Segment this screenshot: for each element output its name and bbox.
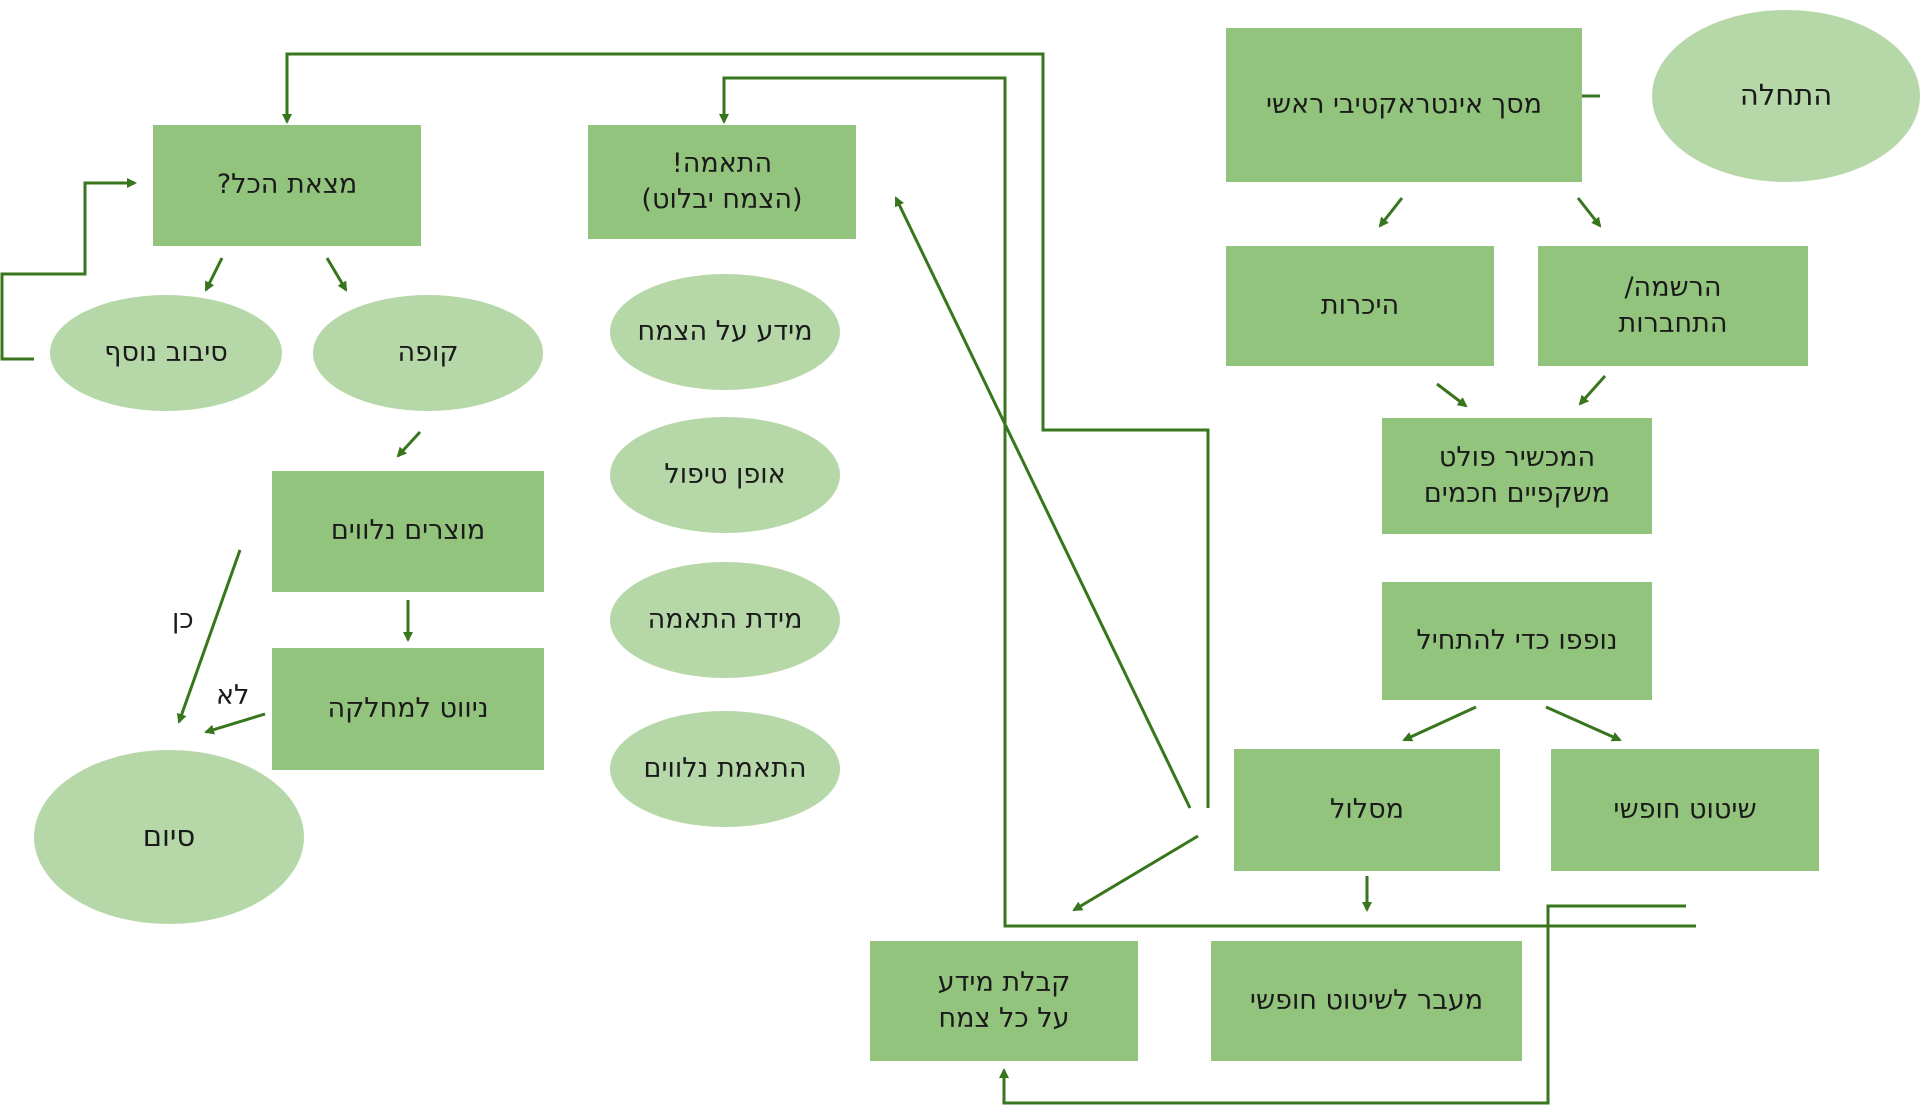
- intro-to-device-arrow: [1436, 382, 1468, 408]
- plant-info-ellipse: מידע על הצמח: [610, 274, 840, 390]
- route-node: מסלול: [1234, 749, 1500, 871]
- match-node: התאמה! (הצמח יבלוט): [588, 125, 856, 239]
- round-back-arrow: [0, 178, 137, 361]
- checkout-to-accessories-arrow: [396, 430, 422, 458]
- wave-to-start-node: נופפו כדי להתחיל: [1382, 582, 1652, 700]
- start-node: התחלה: [1652, 10, 1920, 182]
- yes-label: כן: [172, 604, 194, 635]
- main-to-register-arrow: [1576, 197, 1602, 228]
- float-to-free-arrow: [1545, 705, 1622, 742]
- navigate-department-node: ניווט למחלקה: [272, 648, 544, 770]
- found-to-round-arrow: [204, 257, 224, 292]
- navigate-no-arrow: [204, 712, 266, 735]
- no-label: לא: [216, 680, 250, 711]
- checkout-ellipse: קופה: [313, 295, 543, 411]
- accessories-node: מוצרים נלווים: [272, 471, 544, 592]
- found-all-node: מצאת הכל?: [153, 125, 421, 246]
- match-degree-ellipse: מידת התאמה: [610, 562, 840, 678]
- register-login-node: הרשמה/ התחברות: [1538, 246, 1808, 366]
- care-ellipse: אופן טיפול: [610, 417, 840, 533]
- free-browse-node: שיטוט חופשי: [1551, 749, 1819, 871]
- another-round-ellipse: סיבוב נוסף: [50, 295, 282, 411]
- register-to-device-arrow: [1578, 375, 1607, 406]
- device-node: המכשיר פולט משקפיים חכמים: [1382, 418, 1652, 534]
- switch-free-browse-node: מעבר לשיטוט חופשי: [1211, 941, 1522, 1061]
- route-to-plantinfo-arrow: [1072, 834, 1199, 912]
- float-to-route-arrow: [1402, 705, 1477, 742]
- found-to-checkout-arrow: [325, 257, 348, 292]
- accessories-yes-arrow: [176, 549, 242, 724]
- plant-info-node: קבלת מידע על כל צמח: [870, 941, 1138, 1061]
- main-to-intro-arrow: [1378, 197, 1404, 228]
- accessories-match-ellipse: התאמת נלווים: [610, 711, 840, 827]
- end-node: סיום: [34, 750, 304, 924]
- intro-node: היכרות: [1226, 246, 1494, 366]
- loop-to-found-arrow: [282, 52, 1210, 808]
- main-screen-node: מסך אינטראקטיבי ראשי: [1226, 28, 1582, 182]
- switch-to-plantinfo-arrow: [999, 904, 1686, 1105]
- loop-to-match-arrow: [719, 76, 1696, 928]
- route-to-match-arrow: [894, 196, 1192, 809]
